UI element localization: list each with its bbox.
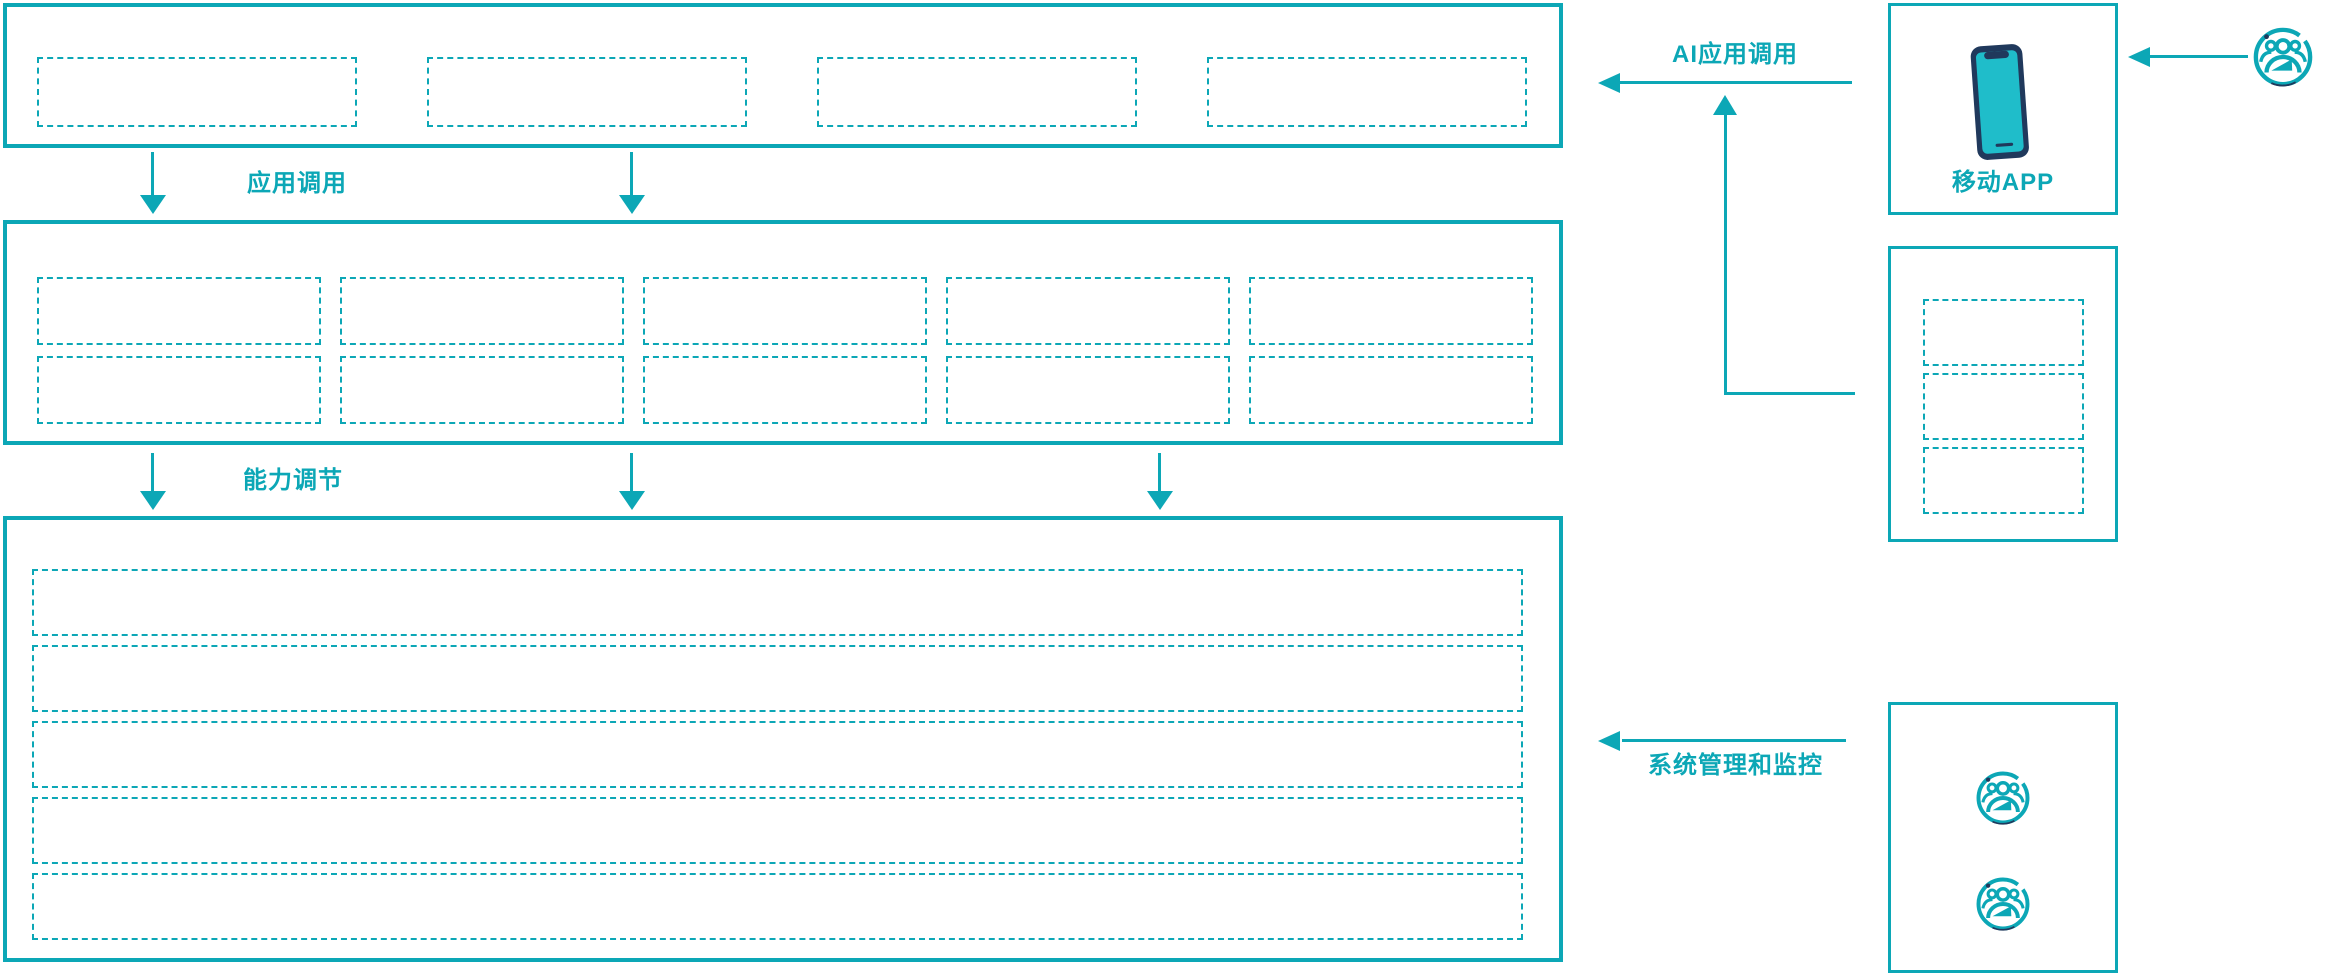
- placeholder-box: [340, 356, 624, 424]
- admin-user-icons: [1891, 705, 2115, 970]
- smartphone-icon: [1967, 42, 2033, 167]
- placeholder-box: [946, 356, 1230, 424]
- placeholder-box: [1249, 356, 1533, 424]
- app-layer-box: [3, 3, 1563, 148]
- placeholder-box: [427, 57, 747, 127]
- capability-layer-box: [3, 220, 1563, 445]
- placeholder-box: [643, 356, 927, 424]
- system-monitor-arrowhead: [1598, 731, 1620, 751]
- user-group-icon: [1975, 876, 2031, 937]
- app-call-label: 应用调用: [247, 170, 347, 197]
- admin-box: [1888, 702, 2118, 973]
- placeholder-box: [1249, 277, 1533, 345]
- placeholder-row: [32, 569, 1523, 636]
- app-call-arrowhead-2: [619, 195, 645, 214]
- user-group-icon: [1975, 770, 2031, 831]
- capability-arrowhead-2: [619, 491, 645, 510]
- placeholder-box: [643, 277, 927, 345]
- mobile-app-label: 移动APP: [1951, 169, 2055, 196]
- placeholder-box: [817, 57, 1137, 127]
- user-arrowhead: [2128, 47, 2150, 67]
- elbow-connector-arrowhead: [1713, 95, 1737, 115]
- capability-arrow-line-1: [151, 453, 154, 492]
- ai-app-call-arrow-line: [1620, 81, 1852, 84]
- capability-arrow-line-2: [630, 453, 633, 492]
- app-layer-placeholders: [7, 7, 1559, 144]
- placeholder-row: [32, 873, 1523, 940]
- placeholder-box: [340, 277, 624, 345]
- placeholder-box: [37, 277, 321, 345]
- placeholder-box: [1923, 299, 2084, 366]
- capability-arrowhead-3: [1147, 491, 1173, 510]
- placeholder-row: [32, 645, 1523, 712]
- user-group-icon: [2252, 26, 2314, 93]
- system-monitor-label: 系统管理和监控: [1648, 752, 1823, 779]
- platform-rows: [7, 520, 1559, 958]
- ai-app-call-arrowhead: [1598, 73, 1620, 93]
- capability-arrow-line-3: [1158, 453, 1161, 492]
- placeholder-box: [37, 57, 357, 127]
- placeholder-box: [1923, 447, 2084, 514]
- app-call-arrowhead-1: [140, 195, 166, 214]
- placeholder-box: [946, 277, 1230, 345]
- capability-grid: [7, 224, 1559, 441]
- elbow-connector-vertical: [1724, 115, 1727, 395]
- capability-adjust-label: 能力调节: [243, 467, 343, 494]
- placeholder-box: [1207, 57, 1527, 127]
- app-call-arrow-line-1: [151, 152, 154, 196]
- placeholder-row: [32, 721, 1523, 788]
- placeholder-box: [37, 356, 321, 424]
- placeholder-box: [1923, 373, 2084, 440]
- elbow-connector-horizontal: [1724, 392, 1855, 395]
- platform-layer-box: [3, 516, 1563, 962]
- user-arrow-line: [2148, 55, 2248, 58]
- right-stack-box: [1888, 246, 2118, 542]
- ai-app-call-label: AI应用调用: [1672, 41, 1798, 68]
- right-stack-placeholders: [1891, 249, 2115, 539]
- placeholder-row: [32, 797, 1523, 864]
- system-monitor-arrow-line: [1622, 739, 1846, 742]
- app-call-arrow-line-2: [630, 152, 633, 196]
- capability-arrowhead-1: [140, 491, 166, 510]
